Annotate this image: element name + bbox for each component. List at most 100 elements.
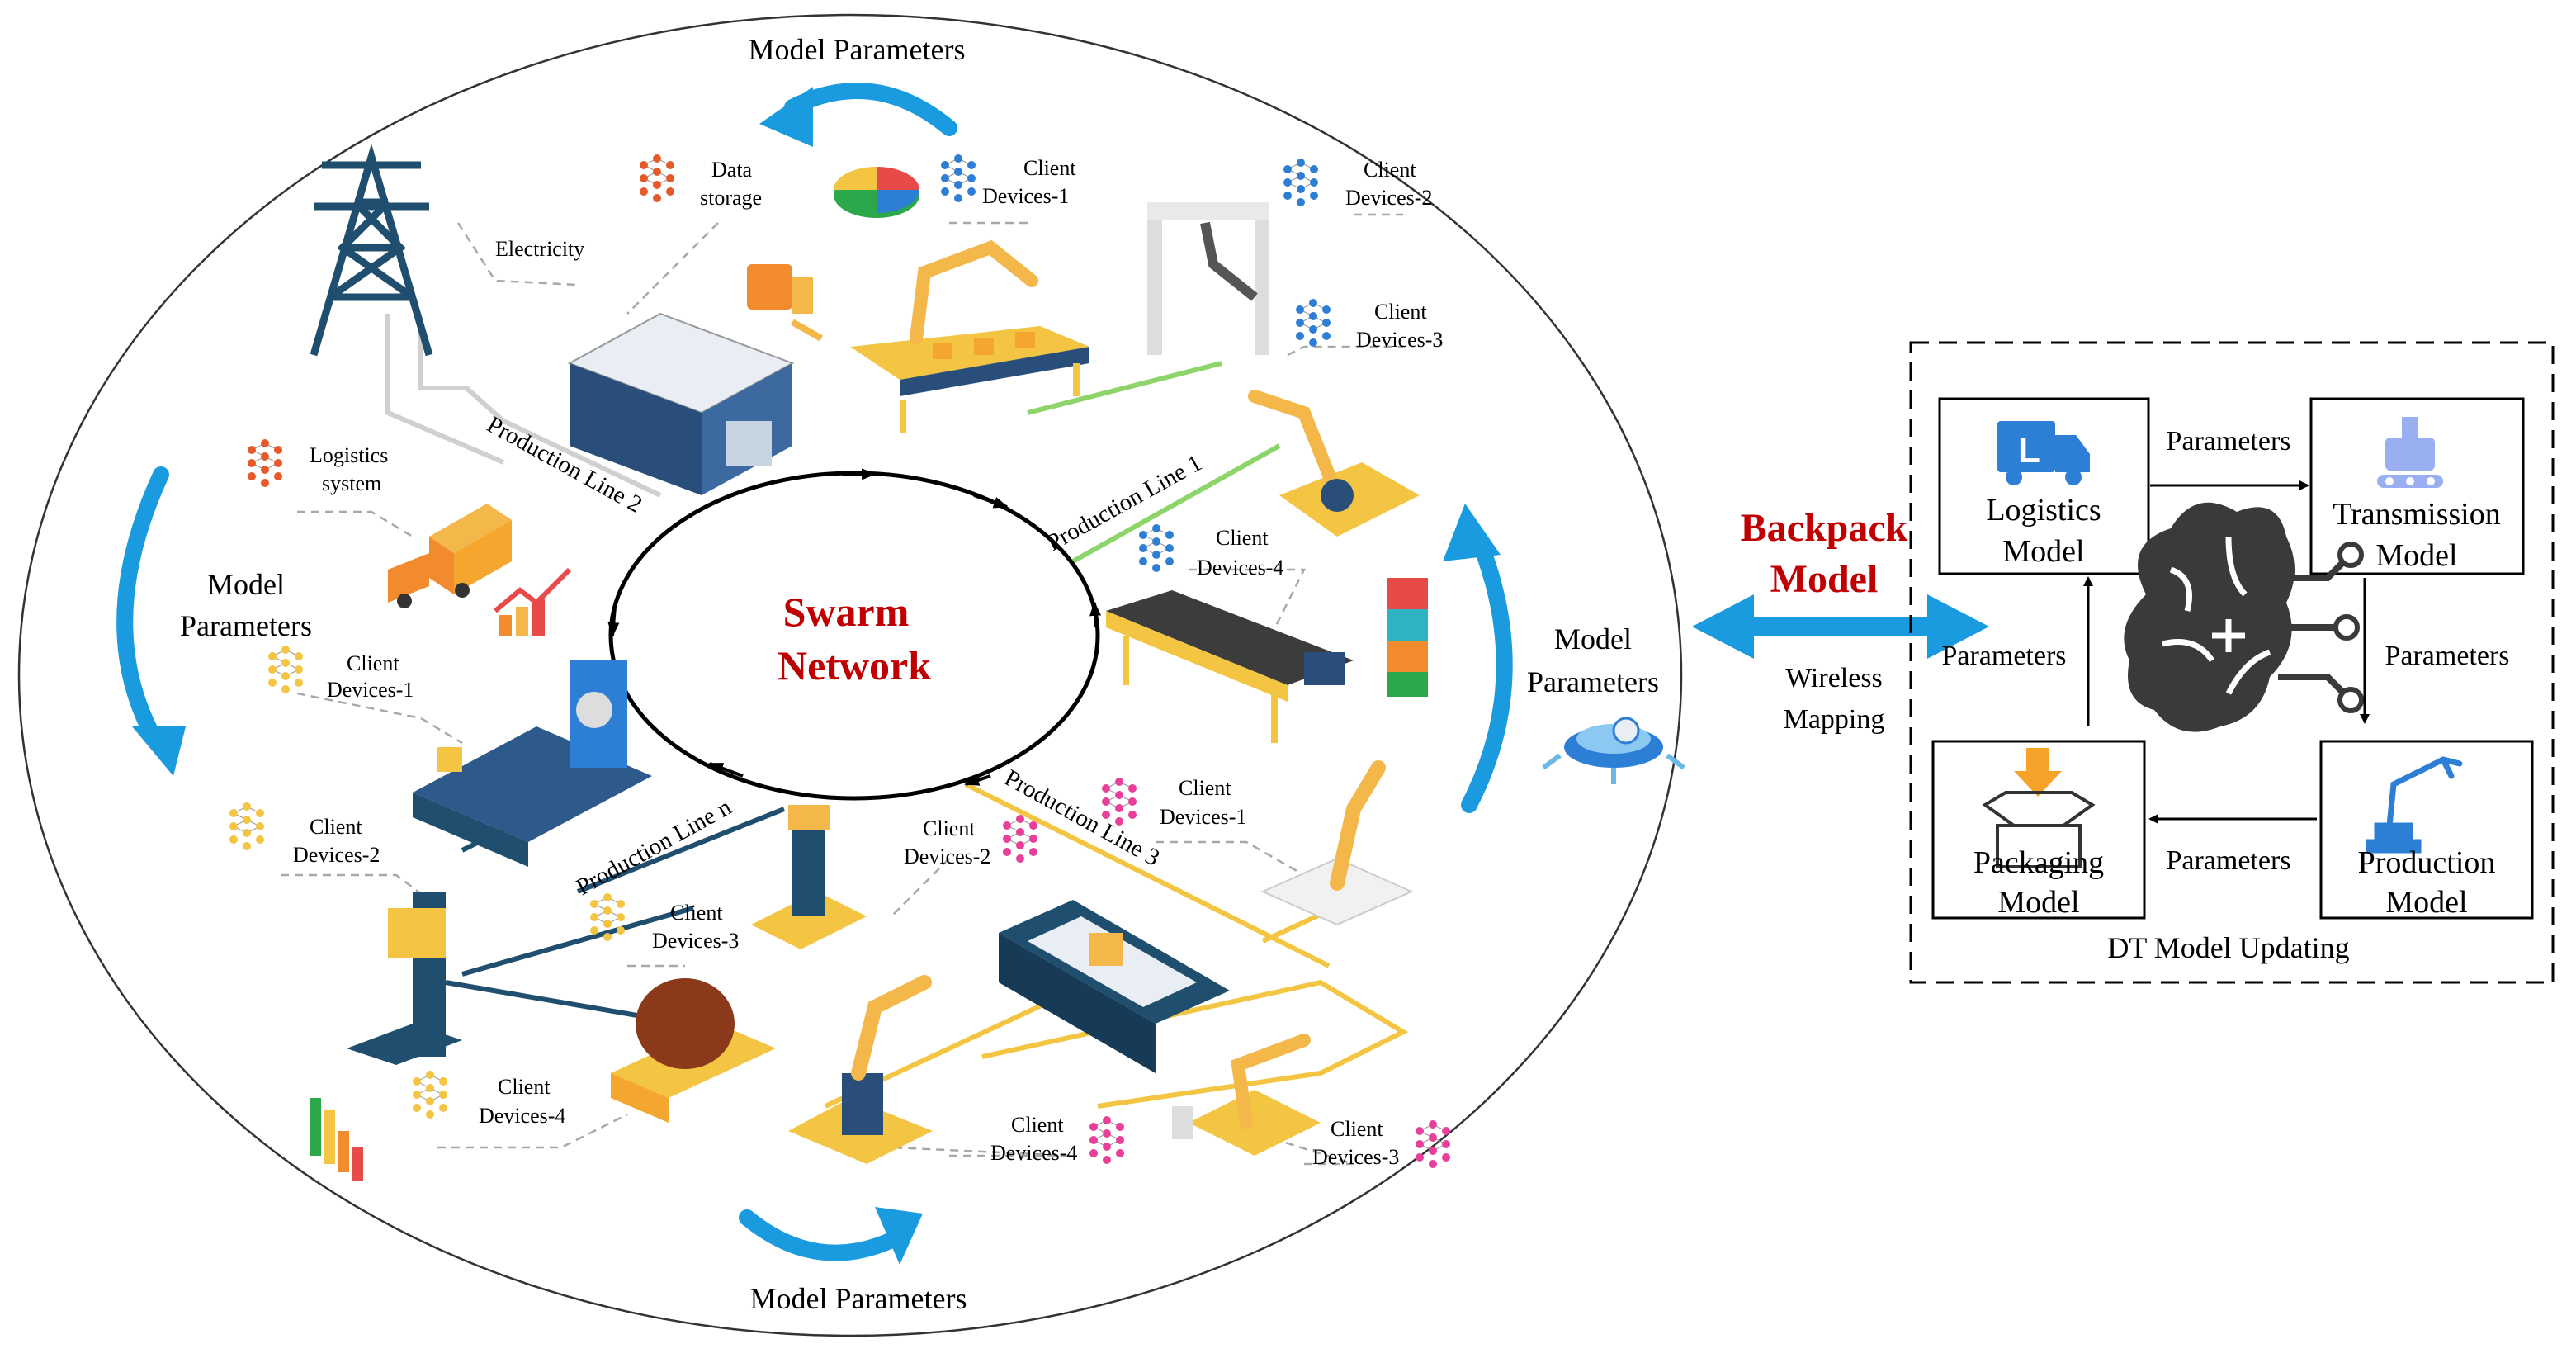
blue-arrowheads: [132, 87, 1501, 1265]
truck-icon: [388, 504, 512, 608]
delivery-truck-icon: L: [1997, 421, 2090, 485]
packaging-model-label-1: Packaging: [1973, 845, 2104, 880]
forklift-icon: [747, 264, 823, 342]
robot-arm-icon: [1147, 202, 1269, 355]
conveyor-icon: [850, 326, 1089, 433]
robot-arm-icon: [910, 239, 1038, 345]
client-label: Client: [310, 815, 362, 839]
sync-icon: [1542, 717, 1685, 784]
swarm-arrow-left: [607, 606, 620, 637]
warehouse-icon: [567, 312, 795, 495]
swarm-arrow-right: [1089, 601, 1102, 628]
neural-net-icon: [229, 802, 265, 851]
client-label: Client: [1374, 300, 1427, 324]
client-label: Client: [1011, 1113, 1064, 1137]
line2-connectors: [385, 314, 662, 498]
wireless-mapping-arrow: [1692, 594, 1989, 659]
devices-label: Devices-2: [904, 845, 990, 868]
electricity-label: Electricity: [495, 237, 584, 261]
data-storage-label-2: storage: [700, 186, 762, 210]
devices-label: Devices-3: [652, 929, 739, 953]
logistics-label-1: Logistics: [310, 443, 388, 467]
outer-ellipse: [17, 13, 1683, 1337]
robot-arm-icon: [1172, 1034, 1321, 1156]
client-label: Client: [1023, 156, 1076, 180]
svg-text:L: L: [2018, 430, 2040, 471]
model-params-left-2: Parameters: [180, 609, 312, 642]
neural-net-icon: [1415, 1119, 1451, 1169]
production-model-label-2: Model: [2385, 885, 2467, 920]
transmission-model-label-2: Model: [2375, 538, 2457, 573]
devices-label: Devices-4: [1197, 556, 1283, 580]
bar-chart-icon: [310, 1098, 363, 1181]
wireless-label-1: Wireless: [1785, 663, 1883, 693]
dt-caption: DT Model Updating: [2107, 931, 2349, 964]
neural-net-icon: [940, 154, 976, 203]
devices-label: Devices-2: [293, 843, 380, 867]
robot-arm-icon: [1248, 390, 1420, 537]
devices-label: Devices-4: [479, 1104, 565, 1128]
client-label: Client: [498, 1075, 551, 1099]
signal-tower-icon: [1387, 578, 1428, 697]
box-icon: [1982, 748, 2096, 868]
swarm-title-1: Swarm: [783, 589, 910, 635]
devices-label: Devices-1: [982, 184, 1069, 208]
devices-label: Devices-3: [1356, 328, 1443, 352]
param-bottom-label: Parameters: [2166, 845, 2290, 876]
pie-chart-icon: [834, 167, 919, 218]
power-tower-icon: [310, 143, 433, 357]
swarm-circle: [608, 471, 1100, 801]
model-params-right-1: Model: [1554, 622, 1632, 655]
drill-press-icon: [751, 805, 867, 949]
lathe-icon: [413, 660, 652, 867]
production-line-3-label: Production Line 3: [1000, 764, 1165, 872]
neural-net-icon: [589, 892, 626, 942]
model-params-left-1: Model: [207, 568, 285, 601]
client-label: Client: [923, 816, 976, 840]
swarm-arrow-bottom: [708, 762, 744, 778]
model-params-right-2: Parameters: [1527, 665, 1659, 698]
milling-machine-icon: [347, 892, 462, 1065]
swarm-arrow-bottom2: [964, 774, 991, 786]
logistics-model-label-1: Logistics: [1986, 493, 2101, 528]
transmission-model-label-1: Transmission: [2333, 497, 2500, 532]
model-params-top: Model Parameters: [749, 33, 966, 66]
backpack-title-1: Backpack: [1741, 506, 1908, 550]
data-storage-label-1: Data: [711, 158, 753, 182]
assembly-robot-icon: [2377, 417, 2443, 488]
devices-label: Devices-1: [1160, 805, 1246, 829]
robot-arm-icon: [1260, 760, 1414, 926]
neural-net-icon: [1002, 814, 1038, 864]
packaging-model-label-2: Model: [1997, 885, 2079, 920]
param-left-label: Parameters: [1941, 641, 2066, 671]
client-label: Client: [347, 651, 399, 675]
devices-label: Devices-4: [990, 1141, 1077, 1165]
logistics-model-label-2: Model: [2002, 534, 2084, 569]
neural-net-icon: [267, 645, 304, 694]
neural-net-icon: [412, 1070, 448, 1119]
swarm-title-2: Network: [778, 642, 931, 688]
milling-machine-icon: [999, 900, 1230, 1073]
devices-label: Devices-2: [1345, 186, 1432, 210]
backpack-title-2: Model: [1770, 557, 1879, 601]
neural-net-icon: [1138, 523, 1175, 573]
dt-arrows: [2083, 480, 2370, 824]
neural-net-icon: [1089, 1115, 1125, 1165]
neural-net-icon: [1101, 777, 1137, 826]
client-label: Client: [670, 901, 723, 925]
growth-chart-icon: [494, 567, 572, 636]
devices-label: Devices-1: [327, 678, 414, 702]
model-params-bottom: Model Parameters: [750, 1282, 967, 1315]
devices-label: Devices-3: [1312, 1145, 1399, 1169]
neural-net-icon: [247, 438, 283, 488]
swarm-arrow-top: [973, 494, 1009, 509]
production-line-n-label: Production Line n: [572, 793, 736, 901]
client-label: Client: [1179, 776, 1231, 800]
production-model-label-1: Production: [2358, 845, 2496, 880]
robot-arm-icon: [788, 975, 933, 1164]
param-right-label: Parameters: [2385, 641, 2509, 671]
line1-connectors: [1027, 361, 1281, 564]
swarm-arrow-top2: [841, 468, 877, 480]
neural-net-icon: [639, 154, 675, 203]
